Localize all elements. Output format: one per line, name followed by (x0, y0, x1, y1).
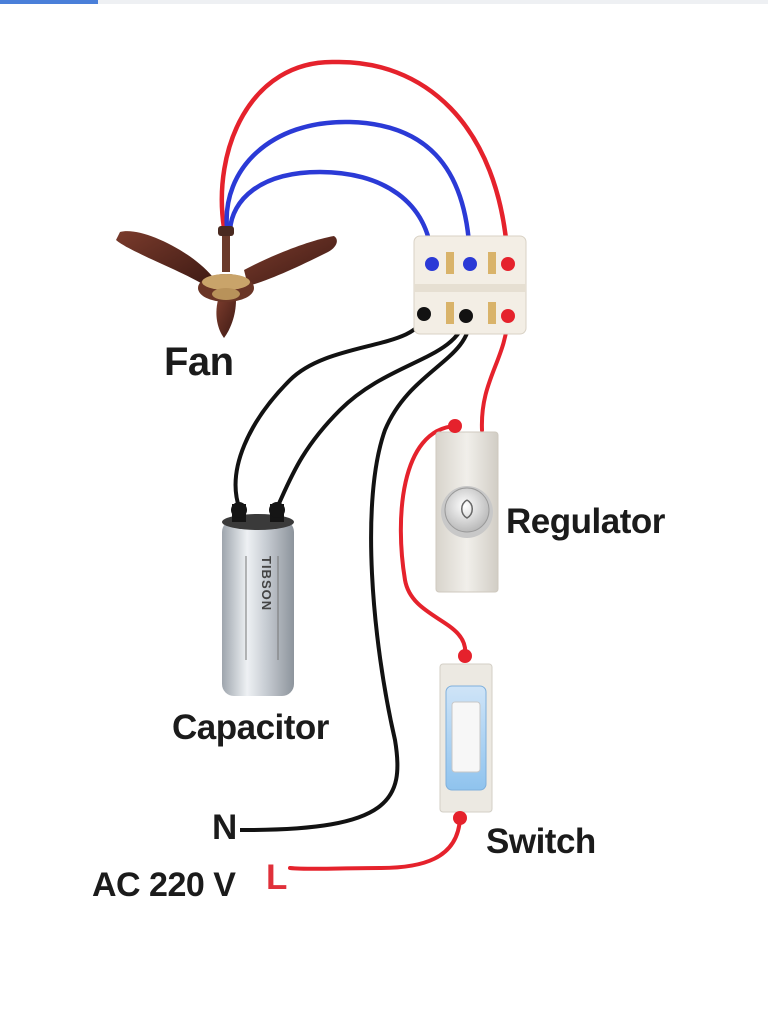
red-wire-fan-to-terminal (219, 59, 511, 265)
capacitor-brand: TIBSON (259, 556, 274, 611)
terminal-black-1 (417, 307, 431, 321)
terminal-blue-2 (463, 257, 477, 271)
neutral-wire (243, 316, 472, 832)
label-switch: Switch (486, 822, 596, 861)
terminal-red-bottom (501, 309, 515, 323)
terminal-block (413, 235, 527, 335)
top-bar-accent (0, 0, 98, 4)
fan-downrod (222, 228, 230, 272)
black-wire-cap-right (274, 314, 468, 512)
blue-wire-1 (224, 119, 473, 265)
capacitor: TIBSON (222, 502, 294, 696)
label-fan: Fan (164, 340, 234, 384)
red-wire-switch-to-line (288, 816, 462, 871)
fan-blade-bottom (216, 300, 236, 338)
regulator-knob (444, 487, 490, 533)
label-line: L (266, 858, 287, 897)
fan-blade-right (244, 236, 337, 286)
label-neutral: N (212, 808, 237, 847)
blue-wire-2 (227, 169, 435, 265)
top-bar (0, 0, 768, 4)
terminal-blue-1 (425, 257, 439, 271)
label-capacitor: Capacitor (172, 708, 329, 747)
fan-blade-left (116, 231, 212, 286)
label-supply: AC 220 V (92, 866, 236, 904)
red-wire-regulator-to-switch (398, 424, 468, 658)
terminal-red-top (501, 257, 515, 271)
terminal-black-2 (459, 309, 473, 323)
ceiling-fan (116, 226, 337, 338)
switch-rocker (451, 701, 481, 773)
black-wire-cap-left (233, 312, 426, 512)
regulator (435, 419, 499, 593)
label-regulator: Regulator (506, 502, 665, 541)
wall-switch (439, 649, 493, 825)
